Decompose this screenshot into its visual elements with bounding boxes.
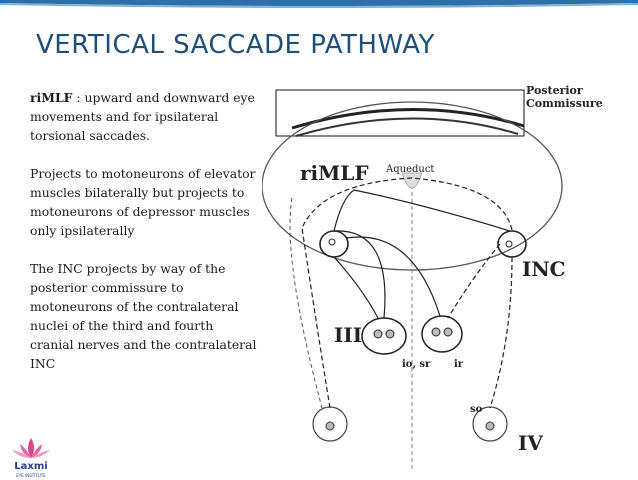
lotus-icon [12, 438, 50, 458]
text-block-body: : upward and downward eye movements and … [30, 90, 255, 143]
neuron-soma [431, 327, 441, 337]
text-block-body: Projects to motoneurons of elevator musc… [30, 166, 256, 238]
projection-line [333, 189, 355, 232]
so-label: so [470, 404, 483, 415]
slide-title: VERTICAL SACCADE PATHWAY [36, 30, 435, 60]
neuron-soma [328, 238, 336, 246]
text-block-inc: The INC projects by way of the posterior… [30, 259, 260, 373]
inc-label: INC [522, 257, 566, 281]
neuron-soma [325, 421, 335, 431]
aqueduct-shape [401, 172, 423, 189]
io-sr-label: io, sr [402, 359, 431, 370]
text-column: riMLF : upward and downward eye movement… [30, 88, 260, 392]
projection-line [345, 236, 441, 317]
highlight-box [275, 89, 525, 137]
oculomotor-left-nucleus [361, 317, 407, 355]
top-decorative-band [0, 0, 638, 10]
inc-dashed-projection [489, 256, 513, 409]
logo-subtitle: EYE INSTITUTE [16, 473, 46, 478]
commissure-arc-outer [291, 108, 525, 130]
trochlear-label: IV [518, 431, 543, 455]
inc-dashed-projection [289, 197, 323, 409]
neuron-soma [385, 329, 395, 339]
text-block-lead: riMLF [30, 90, 73, 105]
neuron-soma [443, 327, 453, 337]
rimlf-label: riMLF [300, 161, 369, 185]
inc-dashed-projection [447, 243, 501, 319]
neuron-soma [485, 421, 495, 431]
ir-label: ir [454, 359, 464, 370]
saccade-pathway-diagram: Posterior Commissure riMLF Aqueduct INC … [261, 78, 626, 476]
text-block-projections: Projects to motoneurons of elevator musc… [30, 164, 260, 240]
text-block-rimlf: riMLF : upward and downward eye movement… [30, 88, 260, 145]
neuron-soma [505, 240, 513, 248]
aqueduct-label: Aqueduct [385, 164, 434, 175]
projection-line [353, 189, 511, 232]
text-block-body: The INC projects by way of the posterior… [30, 261, 257, 371]
oculomotor-label: III [334, 323, 362, 347]
neuron-soma [373, 329, 383, 339]
projection-line [333, 230, 386, 319]
logo-name: Laxmi [14, 461, 48, 472]
projection-line [333, 256, 379, 319]
commissure-arc-inner [295, 117, 519, 137]
oculomotor-right-nucleus [421, 315, 463, 353]
posterior-commissure-label: Posterior Commissure [526, 84, 603, 110]
inc-dashed-projection [301, 177, 513, 409]
institute-logo: Laxmi EYE INSTITUTE [6, 434, 66, 478]
